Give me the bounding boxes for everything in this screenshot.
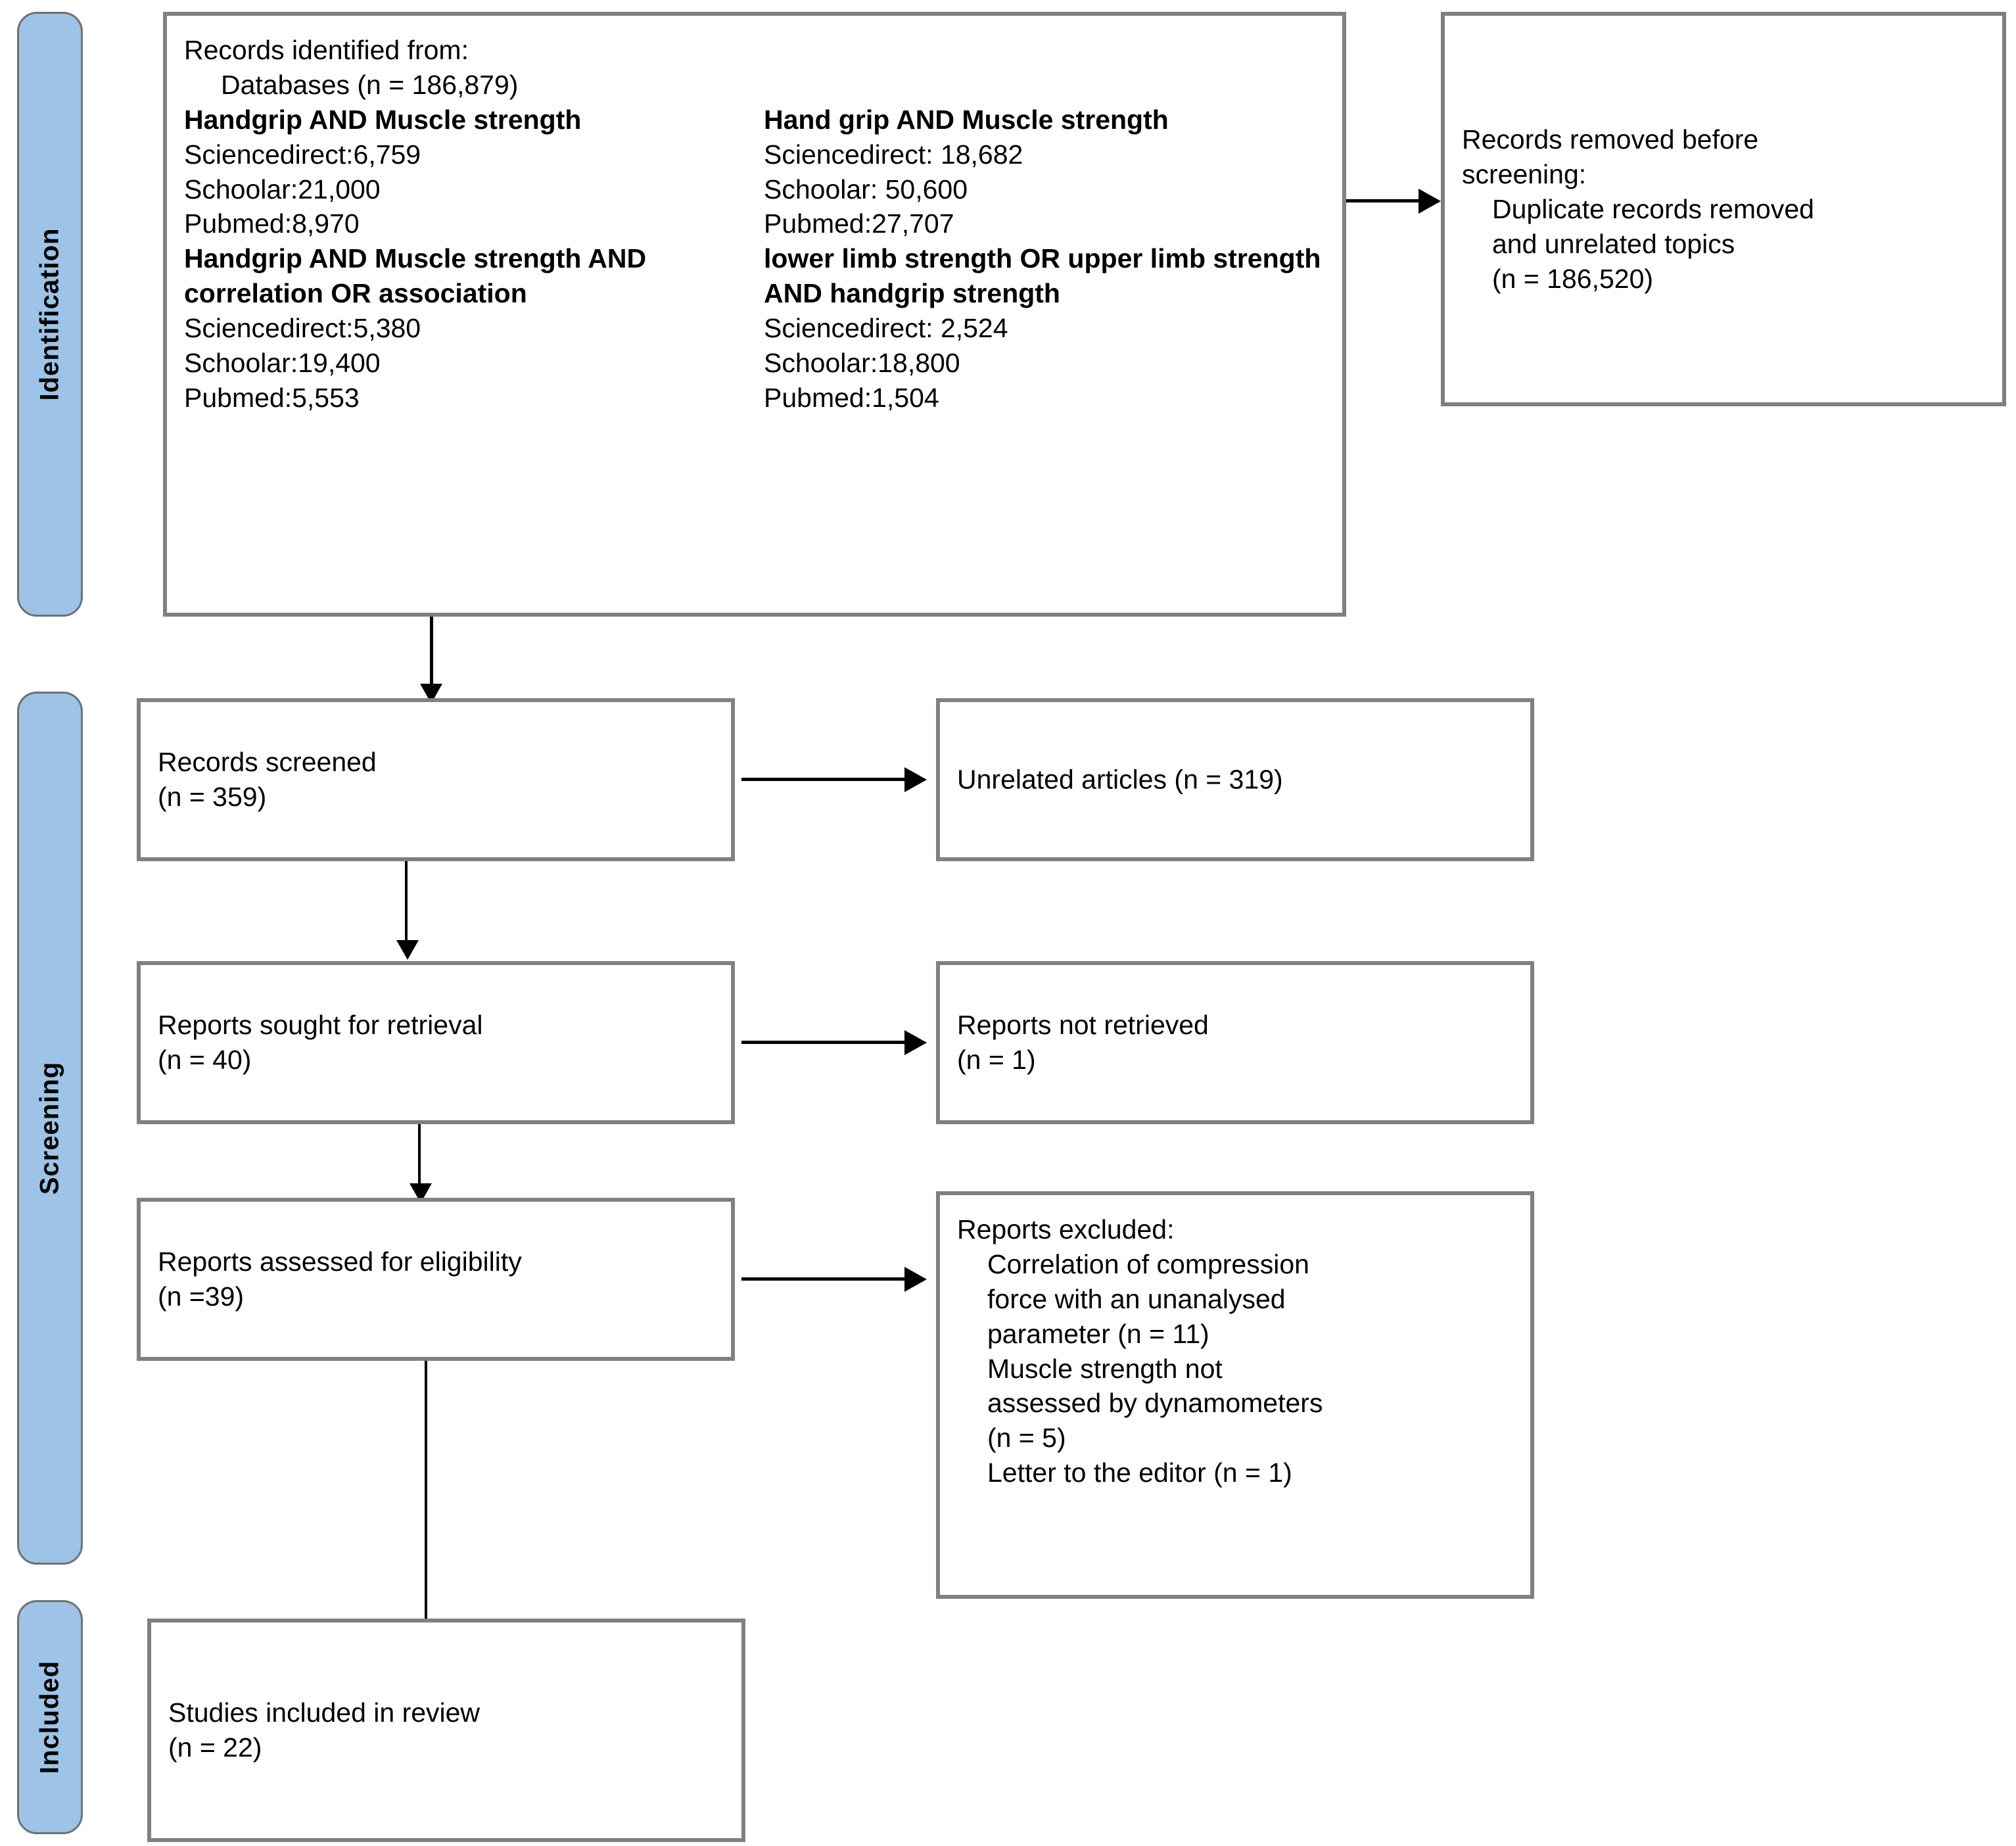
arrow-line-sought-to-assessed [418, 1124, 421, 1190]
reports-sought-label: Reports sought for retrieval [158, 1010, 483, 1041]
arrow-head-assessed-to-excluded [904, 1267, 927, 1292]
search-term-row: Sciencedirect:6,759 [184, 139, 421, 170]
reports-not-retrieved-box: Reports not retrieved (n = 1) [936, 961, 1534, 1124]
phase-bar-identification: Identification [17, 12, 83, 617]
arrow-line-assessed-to-excluded [741, 1277, 906, 1281]
arrow-head-identification-to-removed [1418, 189, 1441, 214]
arrow-line-identification-to-screened [430, 617, 433, 690]
search-term-row: Handgrip AND Muscle strength AND correla… [184, 243, 654, 309]
records-removed-detail: Duplicate records removed [1492, 193, 1814, 224]
search-term-row: lower limb strength OR upper limb streng… [764, 243, 1328, 309]
records-removed-box: Records removed before screening: Duplic… [1441, 12, 2006, 406]
reports-excluded-reason: parameter (n = 11) [987, 1318, 1209, 1349]
search-term-row: Pubmed:27,707 [764, 208, 954, 239]
records-screened-label: Records screened [158, 747, 377, 778]
records-removed-heading-line1: Records removed before [1462, 122, 1985, 157]
records-removed-colon: : [1578, 158, 1587, 189]
search-term-row: Sciencedirect: 18,682 [764, 139, 1023, 170]
arrow-head-sought-to-not-retrieved [904, 1030, 927, 1055]
records-removed-plain: Records removed [1462, 124, 1682, 154]
studies-included-count: (n = 22) [168, 1732, 262, 1763]
search-term-row: Pubmed:5,553 [184, 382, 360, 413]
studies-included-box: Studies included in review (n = 22) [147, 1619, 745, 1842]
arrow-line-identification-to-removed [1346, 199, 1420, 202]
arrow-head-screened-to-unrelated [904, 767, 927, 792]
reports-excluded-box: Reports excluded: Correlation of compres… [936, 1191, 1534, 1599]
records-identified-databases: Databases (n = 186,879) [221, 69, 519, 100]
reports-excluded-reason: (n = 5) [987, 1423, 1066, 1454]
phase-label-identification: Identification [35, 227, 64, 401]
search-term-row: Schoolar:18,800 [764, 347, 960, 378]
records-identified-columns: Handgrip AND Muscle strength Sciencedire… [184, 103, 1325, 415]
reports-not-retrieved-label: Reports not retrieved [957, 1010, 1209, 1041]
studies-included-label: Studies included in review [168, 1697, 481, 1728]
reports-excluded-reason: force with an unanalysed [987, 1283, 1286, 1314]
arrow-line-sought-to-not-retrieved [741, 1041, 906, 1044]
reports-sought-count: (n = 40) [158, 1045, 252, 1075]
reports-excluded-heading: Reports excluded: [957, 1214, 1175, 1244]
records-screened-count: (n = 359) [158, 782, 267, 812]
phase-bar-screening: Screening [17, 692, 83, 1565]
phase-label-screening: Screening [35, 1061, 64, 1195]
unrelated-articles-box: Unrelated articles (n = 319) [936, 698, 1534, 861]
arrow-line-screened-to-unrelated [741, 778, 906, 781]
search-term-row: Schoolar: 50,600 [764, 174, 968, 204]
records-removed-detail: and unrelated topics [1492, 228, 1735, 259]
search-term-row: Pubmed:8,970 [184, 208, 360, 239]
unrelated-articles-label: Unrelated articles (n = 319) [957, 764, 1283, 795]
search-terms-column-left: Handgrip AND Muscle strength Sciencedire… [184, 103, 755, 415]
records-removed-count: (n = 186,520) [1492, 263, 1654, 294]
reports-assessed-count: (n =39) [158, 1281, 245, 1312]
reports-excluded-reason: Muscle strength not [987, 1353, 1223, 1384]
search-term-row: Hand grip AND Muscle strength [764, 104, 1169, 135]
reports-assessed-box: Reports assessed for eligibility (n =39) [137, 1198, 735, 1361]
search-term-row: Pubmed:1,504 [764, 382, 939, 413]
search-term-row: Sciencedirect:5,380 [184, 313, 421, 343]
records-screened-box: Records screened (n = 359) [137, 698, 735, 861]
records-identified-heading: Records identified from: [184, 35, 469, 65]
arrow-line-screened-to-sought [405, 861, 408, 947]
search-term-row: Schoolar:21,000 [184, 174, 381, 204]
search-term-row: Sciencedirect: 2,524 [764, 313, 1008, 343]
reports-excluded-reason: Letter to the editor (n = 1) [987, 1457, 1292, 1488]
reports-sought-box: Reports sought for retrieval (n = 40) [137, 961, 735, 1124]
records-removed-italic-screening: screening [1462, 158, 1579, 189]
records-identified-box: Records identified from: Databases (n = … [163, 12, 1346, 617]
reports-excluded-reason: Correlation of compression [987, 1248, 1309, 1279]
arrow-line-assessed-to-included [425, 1361, 427, 1782]
reports-assessed-label: Reports assessed for eligibility [158, 1246, 522, 1277]
phase-bar-included: Included [17, 1600, 83, 1834]
search-term-row: Handgrip AND Muscle strength [184, 104, 582, 135]
records-removed-italic-before: before [1681, 124, 1759, 154]
search-term-row: Schoolar:19,400 [184, 347, 381, 378]
search-terms-column-right: Hand grip AND Muscle strength Sciencedir… [755, 103, 1325, 415]
reports-not-retrieved-count: (n = 1) [957, 1045, 1036, 1075]
reports-excluded-reason: assessed by dynamometers [987, 1388, 1323, 1419]
records-removed-heading-line2: screening: [1462, 157, 1985, 192]
arrow-head-screened-to-sought [396, 940, 419, 960]
phase-label-included: Included [35, 1660, 64, 1774]
